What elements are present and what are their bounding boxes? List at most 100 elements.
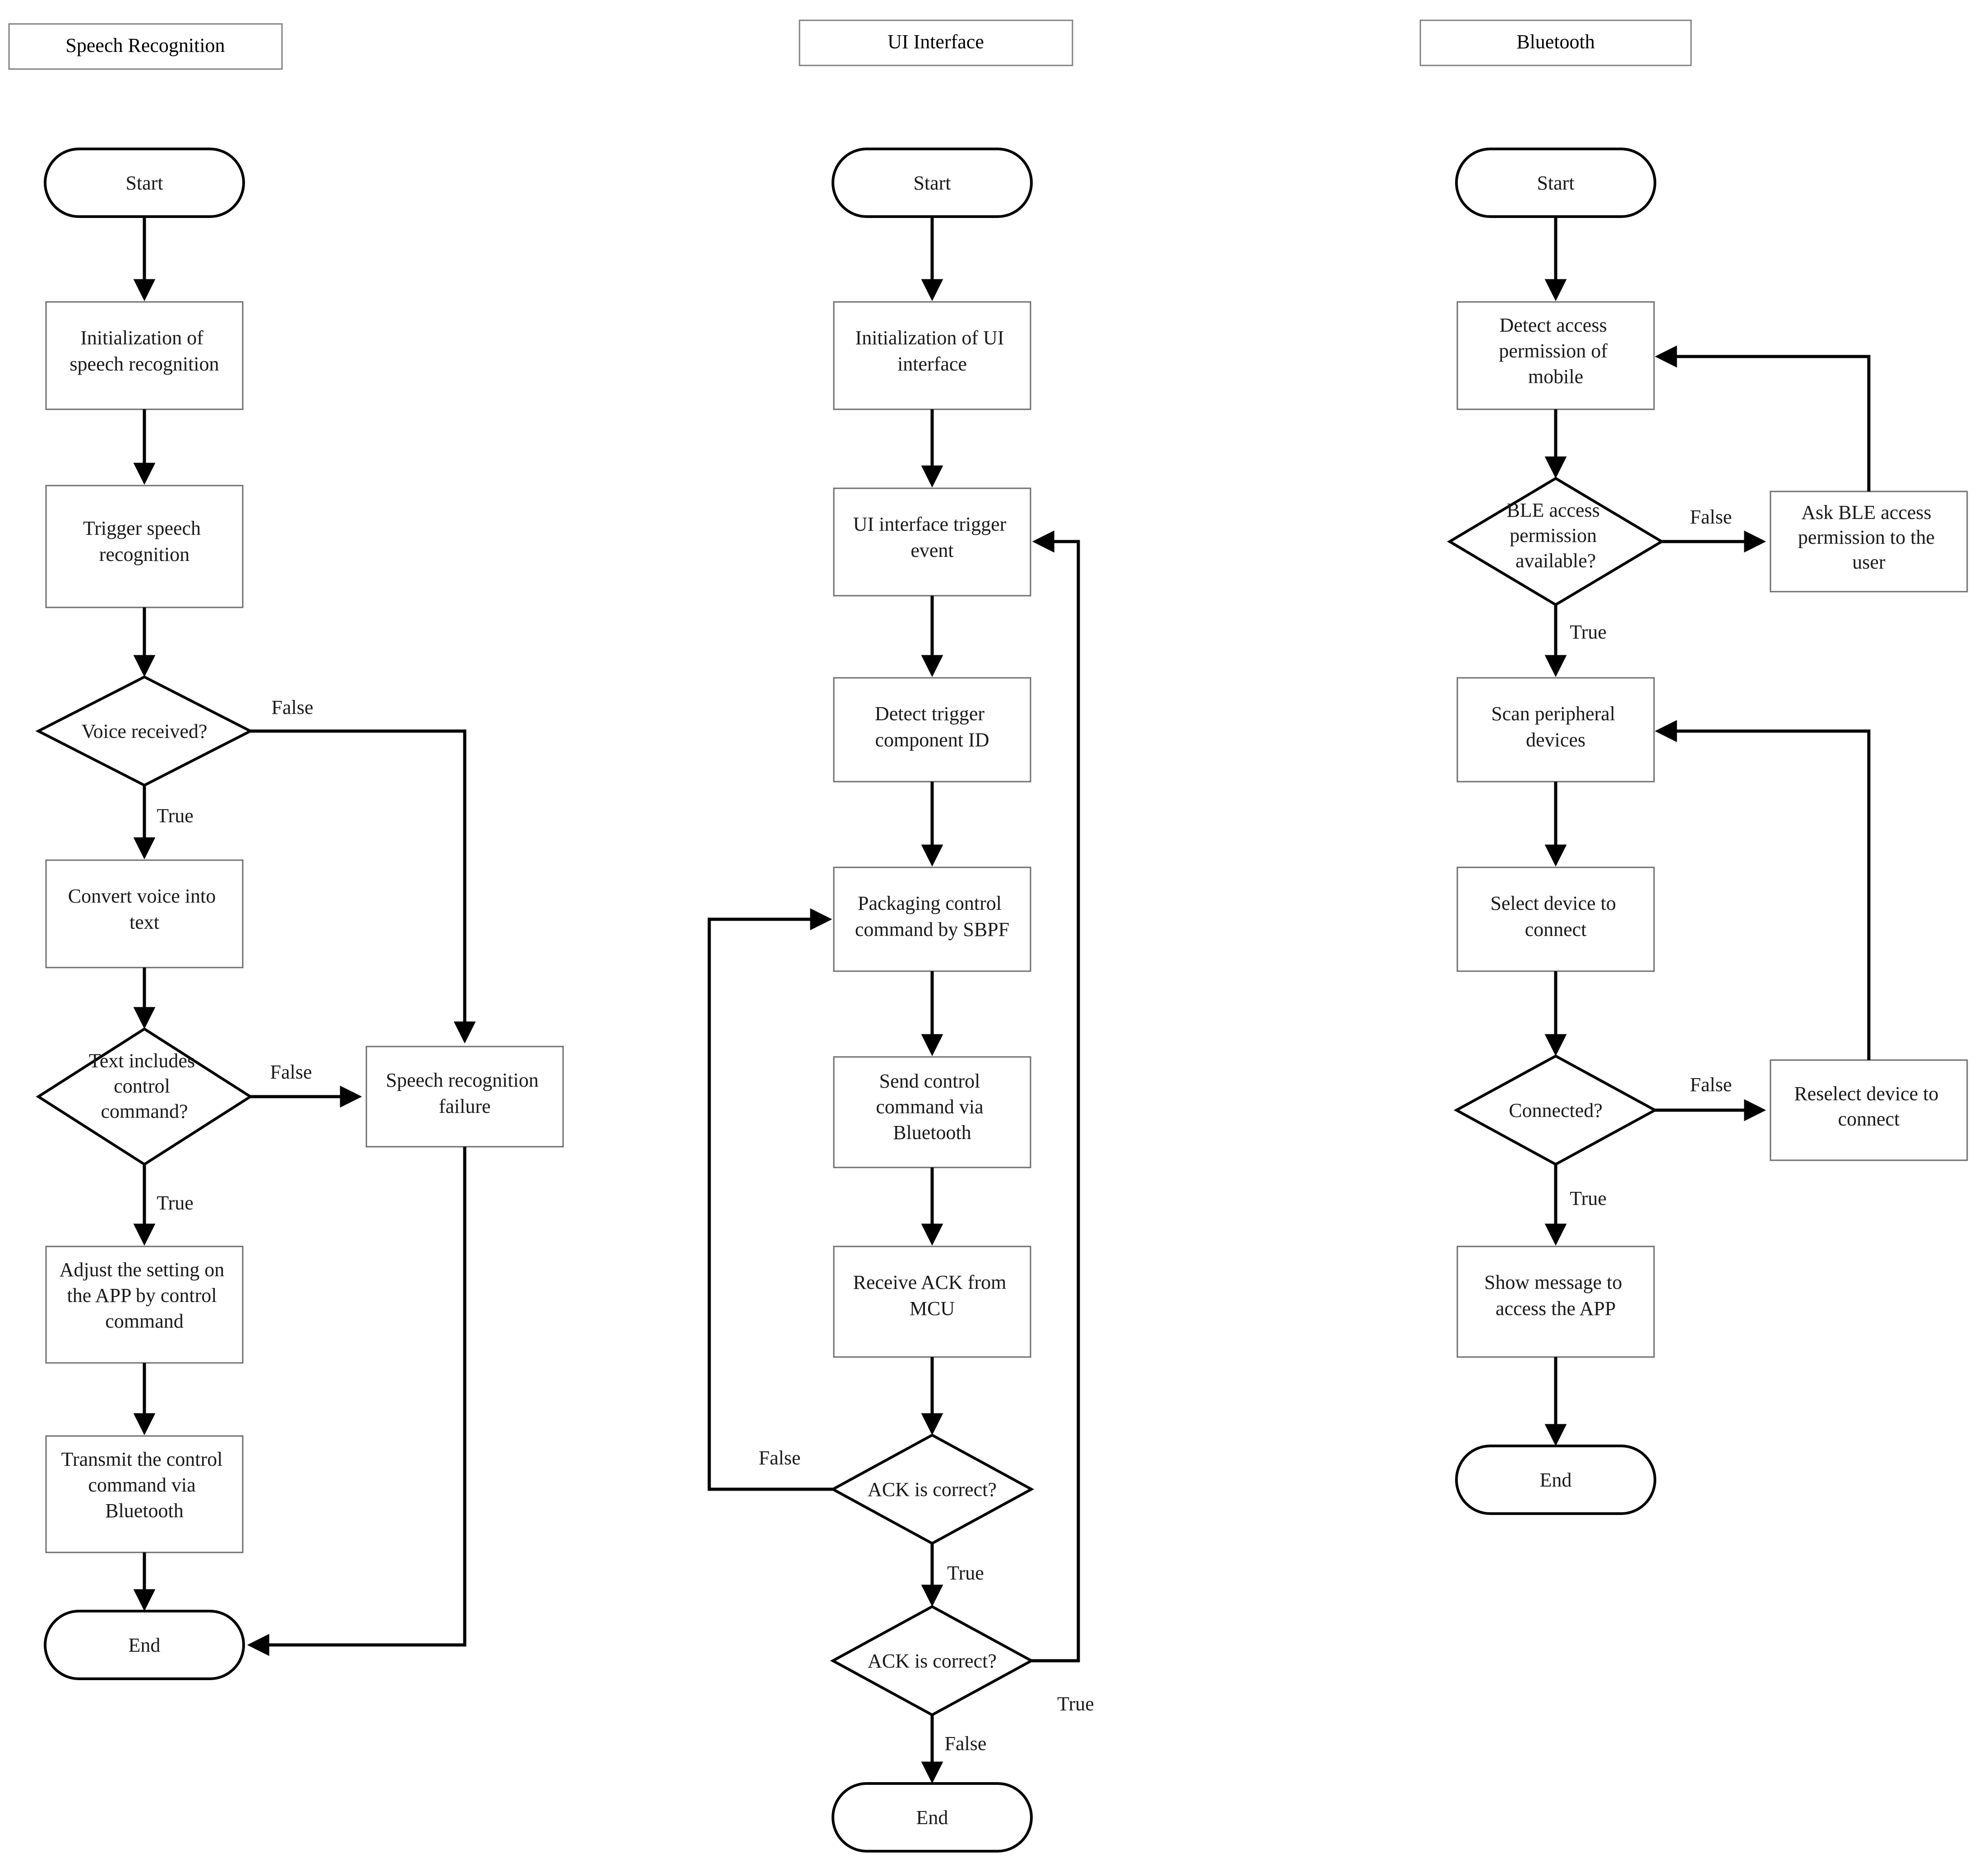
node-bt-start[interactable]: Start	[1455, 148, 1656, 218]
node-sr-transmit[interactable]: Transmit the control command via Bluetoo…	[45, 1435, 244, 1553]
terminator-shape	[44, 1610, 245, 1680]
node-label: BLE access permission available?	[1507, 499, 1604, 572]
edge-label-true: True	[1570, 1187, 1607, 1209]
terminator-shape	[1455, 1445, 1656, 1515]
node-label: Text includes control command?	[89, 1050, 200, 1122]
edge-label-false: False	[1690, 506, 1732, 528]
lane-title-label: Speech Recognition	[65, 34, 225, 56]
node-label: Select device to connect	[1490, 892, 1621, 940]
node-ui-end[interactable]: End	[832, 1782, 1033, 1853]
node-label: ACK is correct?	[868, 1478, 997, 1501]
edge-label-false: False	[270, 1061, 312, 1083]
node-sr-init[interactable]: Initialization of speech recognition	[45, 301, 244, 410]
node-bt-select-device[interactable]: Select device to connect	[1456, 866, 1655, 972]
node-label: Send control command via Bluetooth	[876, 1070, 988, 1144]
node-label: Start	[1537, 172, 1574, 194]
node-sr-convert[interactable]: Convert voice into text	[45, 859, 244, 968]
process-shape	[1770, 491, 1968, 593]
node-sr-start[interactable]: Start	[44, 148, 245, 218]
node-label: ACK is correct?	[868, 1650, 997, 1672]
node-sr-adjust[interactable]: Adjust the setting on the APP by control…	[45, 1246, 244, 1364]
node-label: Start	[125, 172, 163, 194]
edge-label-false: False	[945, 1732, 987, 1755]
node-sr-text-includes-control-command[interactable]: Text includes control command?	[36, 1027, 253, 1166]
node-bt-ble-permission-available[interactable]: BLE access permission available?	[1447, 477, 1664, 607]
lane-title-label: UI Interface	[887, 31, 984, 53]
process-shape	[833, 677, 1031, 783]
node-label: Reselect device to connect	[1794, 1083, 1943, 1130]
edge-uidec1-false-loop	[707, 908, 833, 1491]
node-ui-ack-correct-2[interactable]: ACK is correct?	[830, 1605, 1035, 1717]
node-label: Speech recognition failure	[386, 1069, 543, 1117]
node-ui-trigger-event[interactable]: UI interface trigger event	[833, 487, 1031, 597]
process-shape	[45, 485, 244, 608]
node-label: Show message to access the APP	[1484, 1271, 1627, 1320]
lane-title-ui-interface: UI Interface	[799, 19, 1073, 66]
process-shape	[1456, 301, 1655, 410]
edge-btreselect-loop-to-scan	[1654, 720, 1871, 1060]
node-bt-reselect-device[interactable]: Reselect device to connect	[1770, 1059, 1968, 1161]
node-ui-receive-ack[interactable]: Receive ACK from MCU	[833, 1246, 1031, 1358]
node-label: Trigger speech recognition	[83, 517, 206, 565]
process-shape	[1456, 1246, 1655, 1358]
node-bt-detect-permission[interactable]: Detect access permission of mobile	[1456, 301, 1655, 410]
process-shape	[1456, 677, 1655, 783]
node-sr-trigger[interactable]: Trigger speech recognition	[45, 485, 244, 608]
edge-label-true: True	[1570, 621, 1607, 643]
node-ui-detect-component[interactable]: Detect trigger component ID	[833, 677, 1031, 783]
node-ui-ack-correct-1[interactable]: ACK is correct?	[830, 1433, 1035, 1545]
node-label: Scan peripheral devices	[1491, 703, 1620, 751]
node-bt-ask-permission[interactable]: Ask BLE access permission to the user	[1770, 491, 1968, 593]
process-shape	[45, 1246, 244, 1364]
node-ui-packaging[interactable]: Packaging control command by SBPF	[833, 866, 1031, 972]
node-ui-init[interactable]: Initialization of UI interface	[833, 301, 1031, 410]
process-shape	[833, 866, 1031, 972]
process-shape	[833, 487, 1031, 597]
lane-title-box	[1419, 19, 1692, 66]
node-bt-scan-devices[interactable]: Scan peripheral devices	[1456, 677, 1655, 783]
process-shape	[833, 1056, 1031, 1168]
edge-uidec2-true-loop	[1031, 530, 1080, 1663]
lane-bluetooth: Bluetooth Start Detect access permission…	[1419, 19, 1968, 1515]
lane-title-bluetooth: Bluetooth	[1419, 19, 1692, 66]
process-shape	[45, 859, 244, 968]
node-label: Voice received?	[82, 720, 208, 742]
node-label: End	[916, 1807, 948, 1829]
node-ui-send-command[interactable]: Send control command via Bluetooth	[833, 1056, 1031, 1168]
edge-failure-to-end	[247, 1147, 467, 1656]
node-label: End	[129, 1634, 161, 1656]
process-shape	[45, 301, 244, 410]
node-bt-connected[interactable]: Connected?	[1453, 1054, 1658, 1166]
lane-title-box	[799, 19, 1073, 66]
lane-title-label: Bluetooth	[1516, 31, 1595, 53]
node-sr-voice-received[interactable]: Voice received?	[35, 675, 254, 787]
node-label: Detect access permission of mobile	[1499, 314, 1613, 388]
node-label: Start	[913, 172, 951, 194]
node-bt-show-message[interactable]: Show message to access the APP	[1456, 1246, 1655, 1358]
edge-label-true: True	[947, 1562, 984, 1584]
node-ui-start[interactable]: Start	[832, 148, 1033, 218]
process-shape	[1770, 1059, 1968, 1161]
edge-label-false: False	[1690, 1074, 1732, 1096]
process-shape	[833, 301, 1031, 410]
edge-label-true: True	[157, 1192, 194, 1214]
terminator-shape	[832, 1782, 1033, 1853]
node-label: Packaging control command by SBPF	[855, 892, 1009, 940]
node-label: UI interface trigger event	[853, 513, 1012, 561]
edge-label-false: False	[759, 1447, 801, 1469]
node-label: Connected?	[1509, 1099, 1603, 1121]
node-sr-failure[interactable]: Speech recognition failure	[365, 1046, 564, 1148]
node-label: Detect trigger component ID	[875, 703, 989, 751]
lane-ui-interface: UI Interface Start Initialization of UI …	[707, 19, 1094, 1853]
lane-title-speech-recognition: Speech Recognition	[8, 23, 283, 70]
node-bt-end[interactable]: End	[1455, 1445, 1656, 1515]
edge-voicedec-false	[250, 729, 476, 1044]
node-label: Adjust the setting on the APP by control…	[60, 1259, 229, 1332]
process-shape	[45, 1435, 244, 1553]
lane-speech-recognition: Speech Recognition Start Initialization …	[8, 23, 564, 1680]
edge-label-true: True	[1057, 1693, 1094, 1715]
node-label: Transmit the control command via Bluetoo…	[61, 1448, 228, 1522]
process-shape	[1456, 866, 1655, 972]
node-sr-end[interactable]: End	[44, 1610, 245, 1680]
